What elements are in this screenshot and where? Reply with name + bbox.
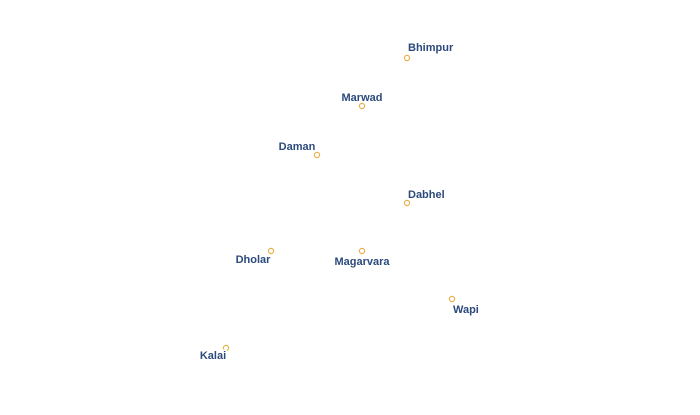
place-dabhel[interactable]: Dabhel — [403, 188, 447, 207]
place-label-magarvara[interactable]: Magarvara — [333, 255, 392, 270]
place-label-daman[interactable]: Daman — [277, 140, 317, 155]
place-magarvara[interactable]: Magarvara — [333, 247, 392, 270]
place-wapi[interactable]: Wapi — [448, 295, 481, 318]
place-label-dholar[interactable]: Dholar — [234, 253, 273, 268]
place-label-wapi[interactable]: Wapi — [452, 303, 481, 318]
place-dot-icon[interactable] — [403, 54, 411, 62]
place-label-kalai[interactable]: Kalai — [198, 349, 227, 364]
place-dot-icon[interactable] — [358, 247, 366, 255]
place-label-marwad[interactable]: Marwad — [340, 91, 384, 106]
place-label-dabhel[interactable]: Dabhel — [407, 188, 447, 203]
place-bhimpur[interactable]: Bhimpur — [403, 41, 456, 62]
place-dot-icon[interactable] — [313, 151, 321, 159]
place-label-bhimpur[interactable]: Bhimpur — [407, 41, 456, 56]
place-marwad[interactable]: Marwad — [340, 91, 384, 110]
place-dot-icon[interactable] — [222, 344, 230, 352]
place-kalai[interactable]: Kalai — [198, 344, 230, 364]
place-dot-icon[interactable] — [267, 247, 275, 255]
place-dot-icon[interactable] — [448, 295, 456, 303]
place-dholar[interactable]: Dholar — [234, 247, 275, 268]
place-dot-icon[interactable] — [358, 102, 366, 110]
place-daman[interactable]: Daman — [277, 140, 321, 159]
place-dot-icon[interactable] — [403, 199, 411, 207]
